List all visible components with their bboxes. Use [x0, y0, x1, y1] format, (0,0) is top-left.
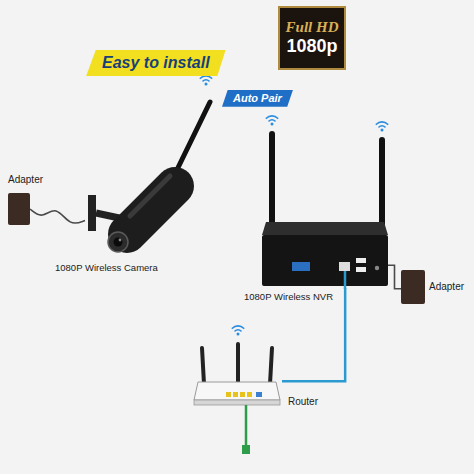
router-antenna [270, 348, 272, 384]
network-plug [242, 445, 250, 454]
nvr-antenna [269, 134, 275, 224]
feature-banner-fill [222, 90, 293, 107]
camera-lens [108, 232, 128, 252]
router-antenna [236, 344, 240, 382]
router-front [194, 400, 280, 405]
banner-fill [86, 50, 226, 76]
router-port [240, 392, 245, 397]
nvr-illustration [262, 134, 388, 289]
node-label: Easy to install [102, 54, 210, 72]
wifi-icon [376, 122, 387, 132]
router-port [256, 392, 262, 397]
wifi-icon [266, 116, 277, 126]
nvr-top [262, 222, 388, 235]
router-body [194, 382, 280, 400]
wifi-icon [232, 326, 243, 336]
node-label: Auto Pair [233, 92, 282, 105]
power-adapter: Adapter [401, 270, 425, 304]
camera-device: 1080P Wireless Camera [85, 150, 197, 260]
router-antenna [202, 348, 204, 384]
resolution-badge: Full HD1080p [278, 6, 346, 70]
usb-port [356, 258, 366, 263]
wifi-icons [200, 76, 387, 336]
router-port [226, 392, 231, 397]
power-cable [388, 265, 401, 289]
wifi-icon [200, 76, 211, 86]
router-port [233, 392, 238, 397]
router-illustration [194, 344, 280, 454]
nvr-antenna [379, 140, 385, 224]
network-cable [245, 405, 248, 446]
feature-banner: Auto Pair [222, 90, 293, 107]
lan-plug [344, 271, 347, 289]
power-cable [30, 209, 85, 223]
lan-port [339, 262, 350, 271]
router-port [247, 392, 252, 397]
camera-lens-core [114, 238, 123, 247]
node-label: Full HD [286, 19, 339, 36]
node-sublabel: 1080p [286, 36, 337, 57]
camera-highlight [130, 176, 170, 216]
nvr-front [262, 235, 388, 286]
router-device: Router [192, 338, 282, 410]
camera-illustration [88, 102, 210, 252]
lens-glint [119, 239, 122, 242]
wall-mount [88, 195, 96, 231]
network-cable [282, 288, 345, 381]
power-adapter: Adapter [8, 193, 30, 225]
banner: Easy to install [86, 50, 226, 76]
vga-port [292, 262, 310, 271]
nvr-device: 1080P Wireless NVR [262, 212, 388, 288]
power-jack [375, 266, 379, 270]
usb-port [356, 267, 366, 272]
